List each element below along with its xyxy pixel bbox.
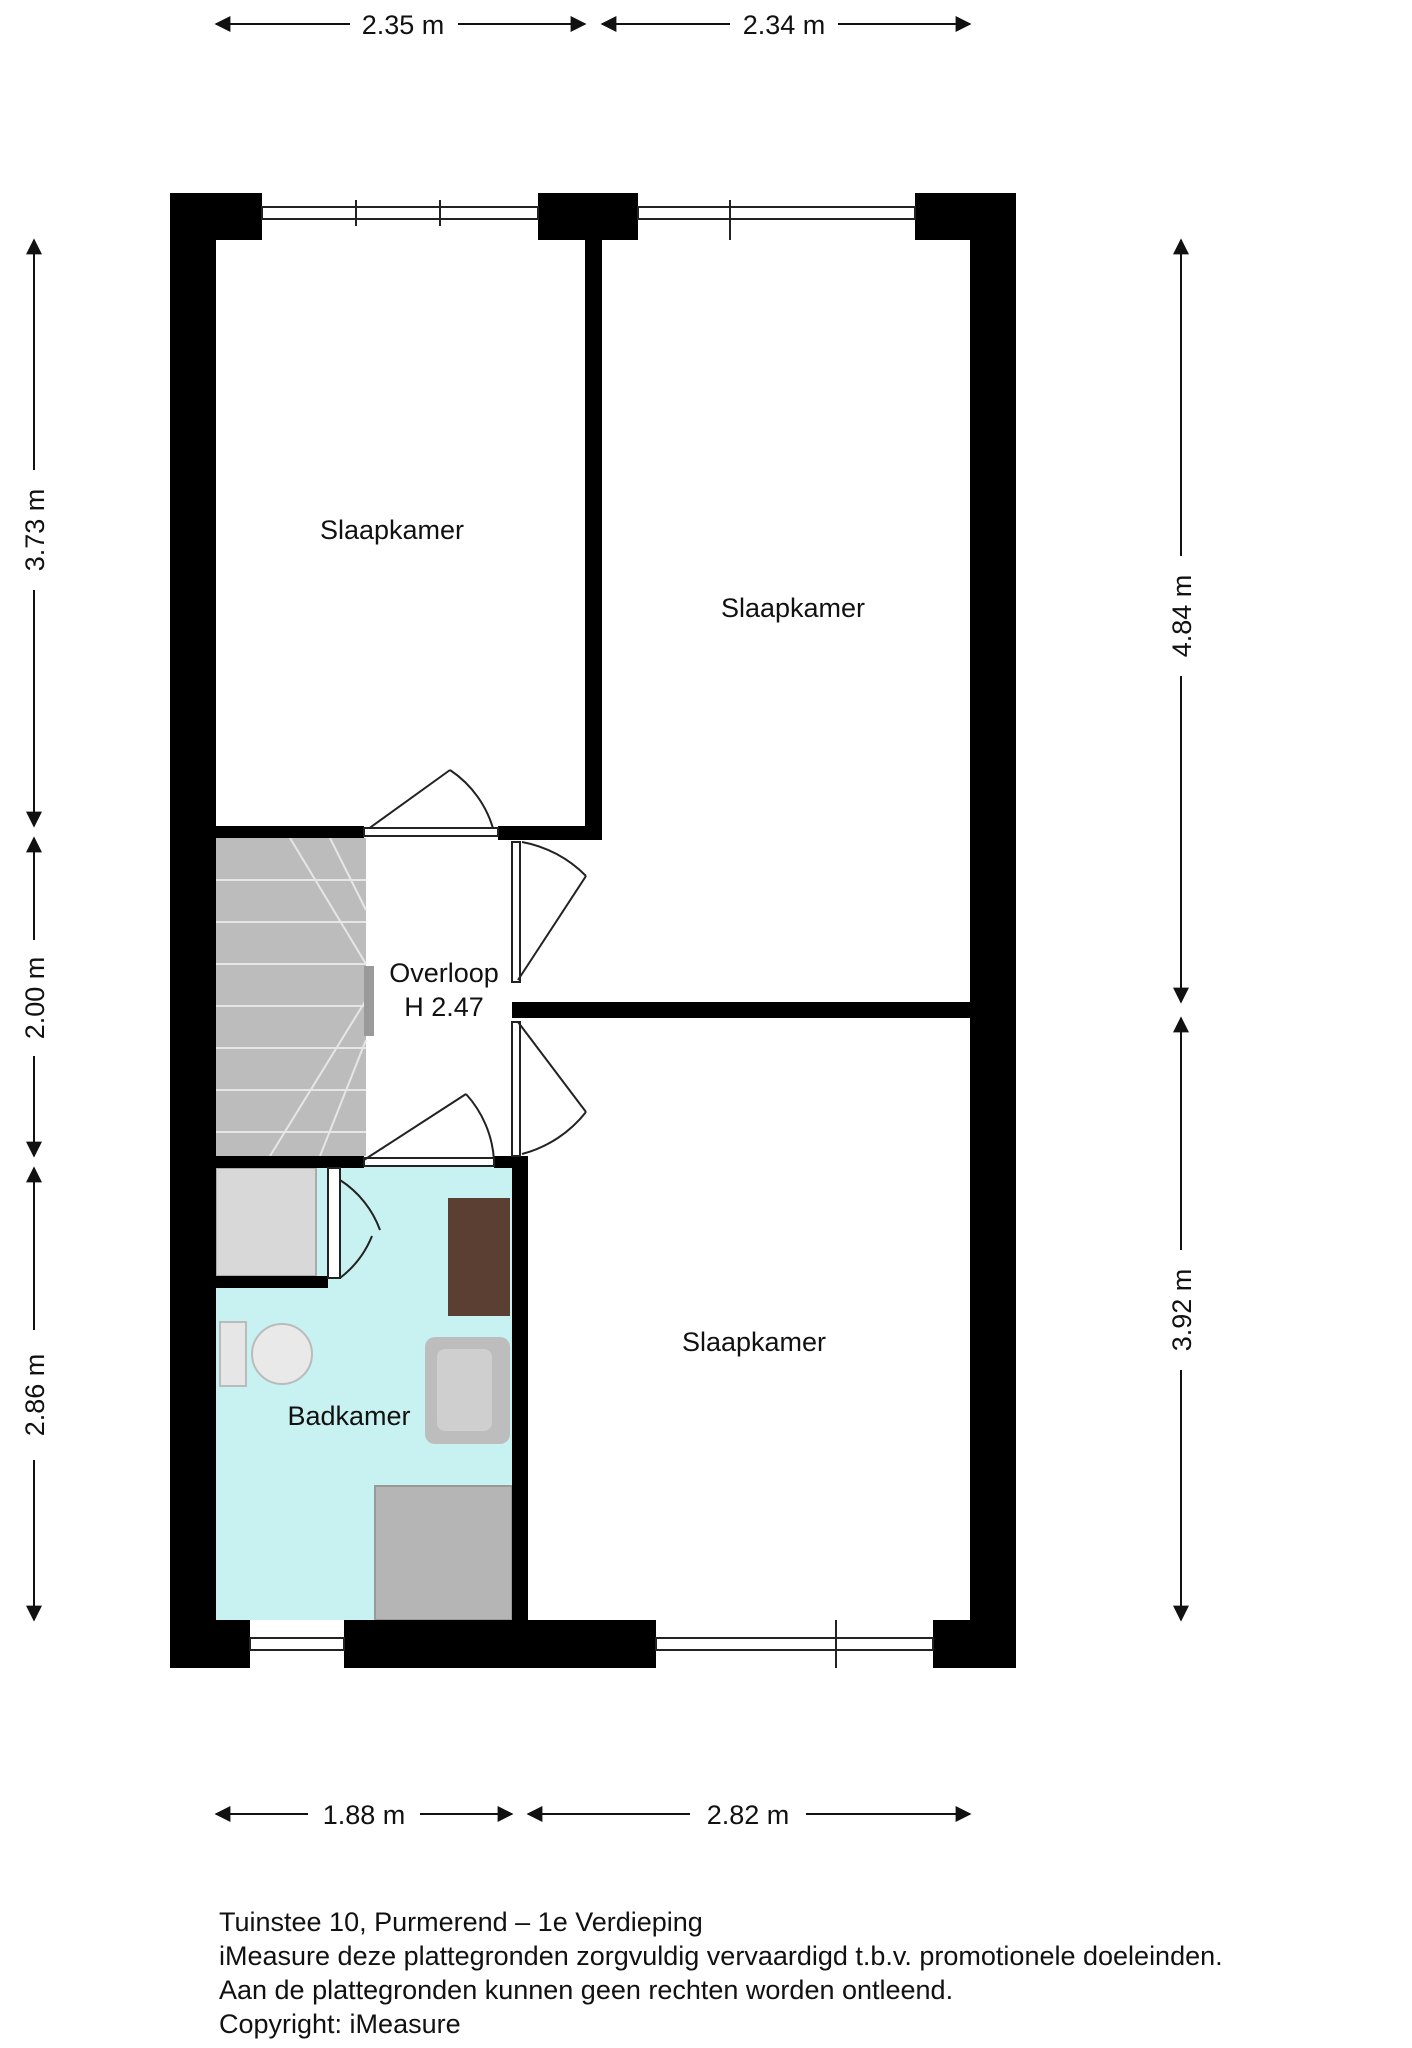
footer-rights: Aan de plattegronden kunnen geen rechten… — [219, 1975, 954, 2005]
footer-notes: Tuinstee 10, Purmerend – 1e Verdieping i… — [219, 1905, 1223, 2041]
shower — [374, 1485, 513, 1621]
footer-address: Tuinstee 10, Purmerend – 1e Verdieping — [219, 1907, 703, 1937]
dim-bottom-left: 1.88 m — [323, 1800, 406, 1830]
stair-area — [216, 838, 366, 1156]
doors — [327, 769, 587, 1279]
toilet-cistern — [219, 1321, 247, 1387]
dimension-labels: 2.35 m 2.34 m 1.88 m 2.82 m 3.73 m 2.00 … — [20, 10, 1197, 1830]
footer-copyright: Copyright: iMeasure — [219, 2009, 461, 2039]
dim-left-middle: 2.00 m — [20, 957, 50, 1040]
room-label-bedroom-bottom-right: Slaapkamer — [682, 1327, 826, 1357]
dim-right-bottom: 3.92 m — [1167, 1269, 1197, 1352]
room-label-landing: Overloop — [389, 958, 499, 988]
staircase — [216, 837, 374, 1157]
dim-top-left: 2.35 m — [362, 10, 445, 40]
dim-left-top: 3.73 m — [20, 489, 50, 572]
room-label-bedroom-top-left: Slaapkamer — [320, 515, 464, 545]
walls — [170, 193, 1016, 1668]
windows — [249, 200, 934, 1668]
dim-top-right: 2.34 m — [743, 10, 826, 40]
dimension-lines — [26, 16, 1189, 1822]
toilet-bowl — [251, 1323, 313, 1385]
dim-left-bottom: 2.86 m — [20, 1354, 50, 1437]
room-label-landing-height: H 2.47 — [404, 992, 484, 1022]
footer-disclaimer: iMeasure deze plattegronden zorgvuldig v… — [219, 1941, 1223, 1971]
room-label-bathroom: Badkamer — [287, 1401, 410, 1431]
cabinet — [448, 1198, 510, 1316]
dim-right-top: 4.84 m — [1167, 575, 1197, 658]
room-labels: Slaapkamer Slaapkamer Overloop H 2.47 Ba… — [287, 515, 865, 1431]
room-label-bedroom-top-right: Slaapkamer — [721, 593, 865, 623]
sink-basin — [437, 1349, 492, 1431]
washing-machine-niche — [215, 1167, 317, 1277]
dim-bottom-right: 2.82 m — [707, 1800, 790, 1830]
